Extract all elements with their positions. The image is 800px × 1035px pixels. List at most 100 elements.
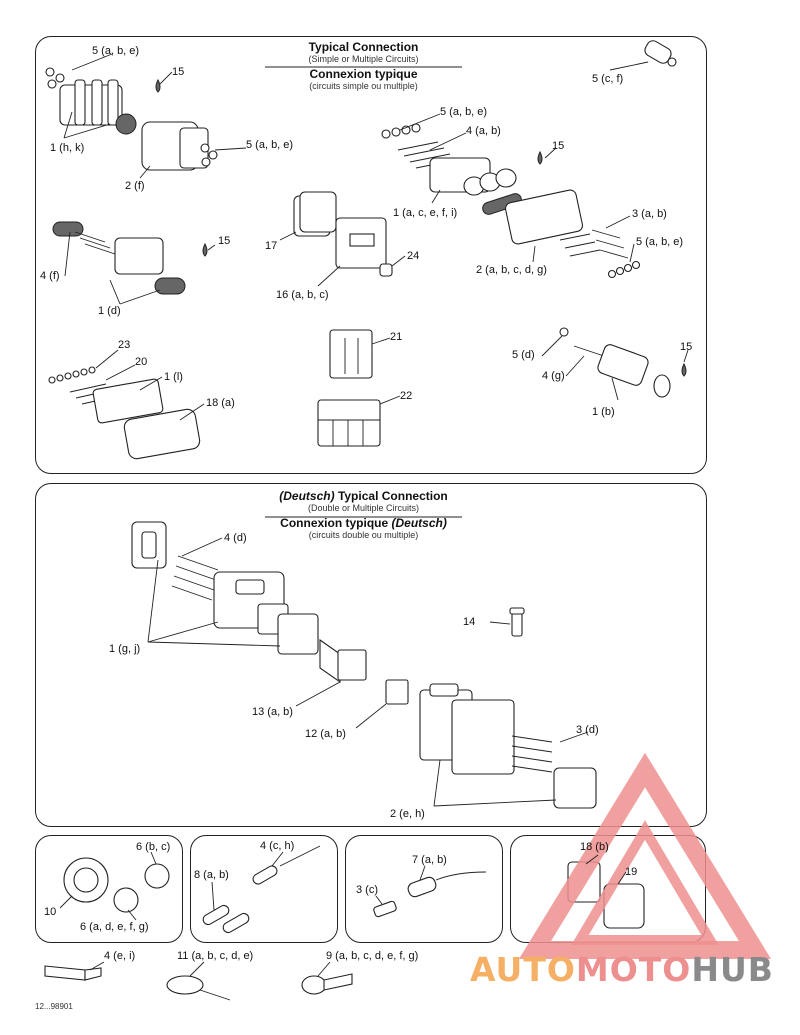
deutsch-receptacle-2eh (385, 679, 597, 809)
callout-label: 5 (a, b, e) (440, 106, 488, 118)
watermark-logo: AUTOMOTOHUB (470, 950, 774, 989)
callout-label: 18 (a) (206, 397, 235, 409)
seal-drop-15c (202, 242, 208, 257)
terminal-4ei (44, 965, 102, 981)
callout-label: 1 (d) (98, 305, 121, 317)
header-deutsch-connection: (Deutsch) Typical Connection (Double or … (255, 489, 472, 540)
callout-label: 4 (g) (542, 370, 565, 382)
callout-label: 7 (a, b) (412, 854, 447, 866)
callout-label: 2 (e, h) (390, 808, 425, 820)
connector-1b (559, 327, 671, 398)
callout-label: 6 (a, d, e, f, g) (80, 921, 149, 933)
callout-label: 5 (d) (512, 349, 535, 361)
callout-label: 15 (680, 341, 693, 353)
bullet-terminal-5cf (644, 40, 677, 67)
callout-label: 3 (d) (576, 724, 599, 736)
callout-label: 4 (e, i) (104, 950, 136, 962)
watermark-logo-triangle (518, 752, 772, 959)
connector-block-22 (317, 399, 381, 447)
grommet-10-6 (63, 857, 170, 913)
cable-tie-11 (166, 975, 231, 1001)
callout-label: 9 (a, b, c, d, e, f, g) (326, 950, 419, 962)
connector-block-21 (329, 329, 373, 379)
watermark-part2: MOTO (575, 950, 692, 989)
header-typical-connection: Typical Connection (Simple or Multiple C… (265, 40, 462, 91)
panel-bottom-1 (35, 835, 183, 943)
callout-label: 4 (a, b) (466, 125, 501, 137)
callout-label: 1 (b) (592, 406, 615, 418)
watermark-part1: AUTO (470, 950, 576, 989)
seal-drop-15b (537, 150, 543, 165)
panel-bottom-3 (345, 835, 503, 943)
deutsch-plug-1gj (171, 555, 319, 655)
title-fr: Connexion typique (309, 67, 418, 81)
callout-label: 6 (b, c) (136, 841, 171, 853)
callout-label: 1 (a, c, e, f, i) (393, 207, 458, 219)
callout-label: 4 (f) (40, 270, 60, 282)
title-fr: Connexion typique (280, 516, 392, 530)
callout-label: 20 (135, 356, 148, 368)
connector-housing-1acefi (429, 157, 517, 196)
callout-label: 4 (c, h) (260, 840, 295, 852)
deutsch-wedge-13ab (319, 638, 367, 684)
tubing-8-4ch (202, 845, 321, 934)
title-en-italic: (Deutsch) (279, 489, 335, 503)
callout-label: 5 (c, f) (592, 73, 624, 85)
callout-label: 8 (a, b) (194, 869, 229, 881)
callout-label: 15 (172, 66, 185, 78)
connector-housing-1d (52, 221, 186, 295)
subtitle-en: (Double or Multiple Circuits) (307, 503, 420, 513)
terminals-5abe-4ab (381, 123, 457, 169)
subtitle-fr: (circuits double ou multiple) (308, 530, 419, 540)
subtitle-fr: (circuits simple ou multiple) (309, 81, 418, 91)
callout-label: 1 (l) (164, 371, 183, 383)
callout-label: 2 (a, b, c, d, g) (476, 264, 547, 276)
deutsch-seal-left (131, 521, 167, 569)
callout-label: 23 (118, 339, 131, 351)
connector-housing-1hk (45, 67, 137, 135)
callout-label: 1 (h, k) (50, 142, 85, 154)
callout-label: 2 (f) (125, 180, 145, 192)
callout-label: 11 (a, b, c, d, e) (177, 950, 254, 962)
callout-label: 1 (g, j) (109, 643, 141, 655)
callout-label: 5 (a, b, e) (636, 236, 684, 248)
watermark-part3: HUB (691, 950, 774, 989)
callout-label: 21 (390, 331, 403, 343)
deutsch-pin-14 (509, 607, 525, 637)
callout-label: 13 (a, b) (252, 706, 293, 718)
seal-strip (482, 193, 522, 215)
splice-7-3c (373, 871, 487, 918)
callout-label: 15 (552, 140, 565, 152)
panel-typical-connection (35, 36, 707, 474)
callout-label: 22 (400, 390, 413, 402)
panel-bottom-2 (190, 835, 338, 943)
callout-label: 5 (a, b, e) (92, 45, 140, 57)
callout-label: 19 (625, 866, 638, 878)
connector-housing-2f (141, 121, 218, 171)
connector-16abc-17 (293, 191, 393, 277)
subtitle-en: (Simple or Multiple Circuits) (308, 54, 419, 64)
title-fr-italic: (Deutsch) (391, 516, 447, 530)
panel-deutsch-connection (35, 483, 707, 827)
callout-label: 10 (44, 906, 57, 918)
callout-label: 5 (a, b, e) (246, 139, 294, 151)
leader-lines (59, 53, 689, 977)
title-en: Typical Connection (308, 40, 419, 54)
callout-label: 24 (407, 250, 420, 262)
title-en: Typical Connection (334, 489, 448, 503)
connector-1l-18a (48, 366, 201, 460)
callout-label: 3 (c) (356, 884, 378, 896)
seal-drop-15a (155, 78, 161, 93)
callout-label: 3 (a, b) (632, 208, 667, 220)
callout-label: 18 (b) (580, 841, 609, 853)
callout-label: 12 (a, b) (305, 728, 346, 740)
connector-housing-2abcdg (504, 189, 641, 279)
seal-drop-15d (681, 362, 687, 377)
ring-terminal-9 (301, 973, 353, 995)
callout-label: 14 (463, 616, 476, 628)
callout-label: 15 (218, 235, 231, 247)
callout-label: 16 (a, b, c) (276, 289, 329, 301)
callout-label: 17 (265, 240, 278, 252)
